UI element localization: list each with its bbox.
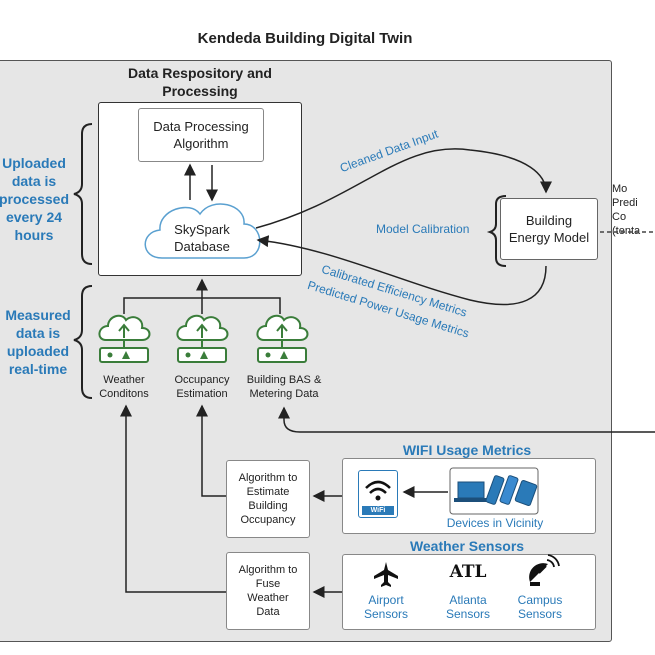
offpage-model-text: Mo Predi Co (tenta xyxy=(612,183,641,237)
source-label-occupancy: Occupancy Estimation xyxy=(174,374,230,400)
devices-in-vicinity-label: Devices in Vicinity xyxy=(446,516,544,530)
atlanta-sensors-label: Atlanta Sensors xyxy=(445,593,491,621)
airport-sensors-label: Airport Sensors xyxy=(363,593,409,621)
weather-algorithm-box: Algorithm to Fuse Weather Data xyxy=(226,552,310,630)
brace-upload xyxy=(73,123,93,265)
uploaded-processed-label: Uploaded data is processed every 24 hour… xyxy=(0,155,70,243)
skyspark-database-label: SkySpark Database xyxy=(174,222,230,254)
cloud-upload-icon xyxy=(98,314,151,363)
data-processing-algorithm-box: Data Processing Algorithm xyxy=(138,108,264,162)
occupancy-algorithm-box: Algorithm to Estimate Building Occupancy xyxy=(226,460,310,538)
source-label-weather: Weather Conditons xyxy=(99,374,149,400)
airplane-icon xyxy=(374,562,398,587)
atl-logo-icon: ATL xyxy=(449,562,487,582)
wifi-heading: WIFI Usage Metrics xyxy=(402,442,532,458)
repository-heading: Data Respository and Processing xyxy=(128,65,272,99)
measured-realtime-label: Measured data is uploaded real-time xyxy=(5,307,71,377)
cloud-upload-icon xyxy=(176,314,229,363)
weather-heading: Weather Sensors xyxy=(409,538,525,554)
model-calibration-label: Model Calibration xyxy=(376,222,470,236)
wifi-icon xyxy=(365,480,391,501)
brace-measured xyxy=(73,285,93,399)
satellite-dish-icon xyxy=(529,554,560,586)
wifi-badge-text: WiFi xyxy=(370,507,386,514)
campus-sensors-label: Campus Sensors xyxy=(517,593,563,621)
building-energy-model-box: Building Energy Model xyxy=(500,198,598,260)
devices-icon xyxy=(449,467,539,515)
brace-model xyxy=(486,195,507,267)
source-label-bas: Building BAS & Metering Data xyxy=(246,374,322,400)
diagram-title: Kendeda Building Digital Twin xyxy=(197,30,413,47)
cloud-upload-icon xyxy=(256,314,309,363)
